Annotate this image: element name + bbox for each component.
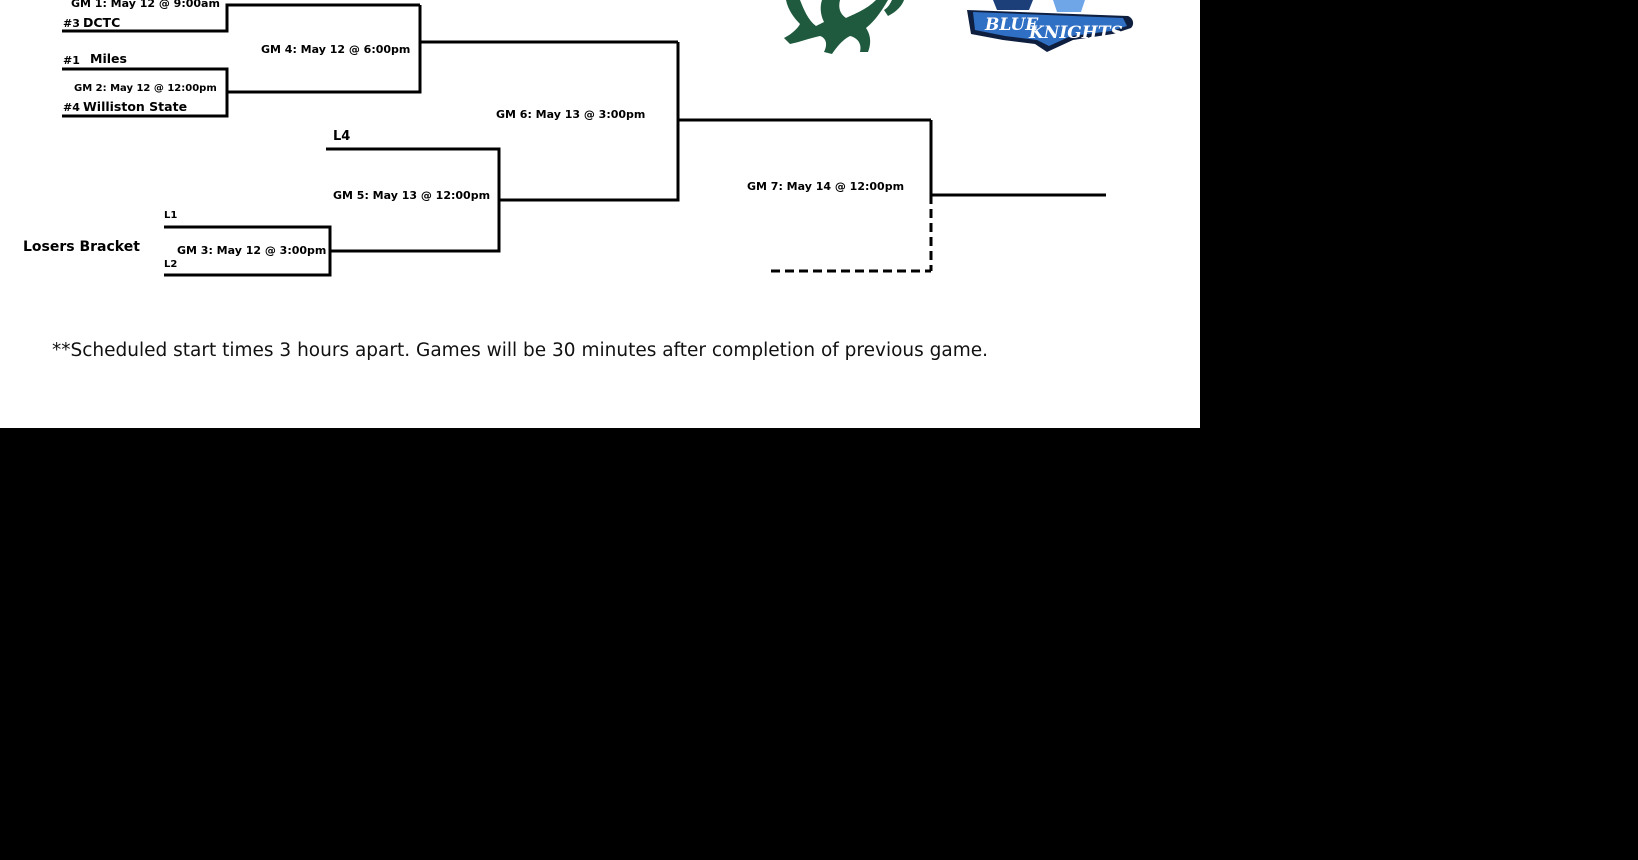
bison-logo	[784, 0, 904, 54]
game3-label: GM 3: May 12 @ 3:00pm	[177, 244, 327, 257]
game7-label: GM 7: May 14 @ 12:00pm	[747, 180, 905, 193]
bracket-lines	[62, 3, 1106, 277]
game6-label: GM 6: May 13 @ 3:00pm	[496, 108, 646, 121]
team-miles-seed: #1	[63, 54, 80, 67]
team-miles: Miles	[90, 51, 127, 66]
team-williston-state: Williston State	[83, 99, 188, 114]
game4-label: GM 4: May 12 @ 6:00pm	[261, 43, 411, 56]
game1-label: GM 1: May 12 @ 9:00am	[71, 0, 220, 10]
svg-text:BLUE: BLUE	[984, 15, 1039, 35]
game4-connector	[227, 5, 422, 94]
losers-bracket-label: Losers Bracket	[23, 239, 140, 255]
slot-l1: L1	[164, 210, 178, 221]
game5-connector	[326, 147, 501, 253]
svg-text:KNIGHTS: KNIGHTS	[1028, 23, 1123, 43]
game6-connector	[499, 42, 680, 202]
team-dctc-seed: #3	[63, 17, 80, 30]
bracket-canvas: GM 1: May 12 @ 9:00am #3 DCTC #1 Miles G…	[0, 0, 1200, 428]
slot-l4: L4	[333, 129, 351, 144]
game2-label: GM 2: May 12 @ 12:00pm	[74, 83, 217, 94]
footnote: **Scheduled start times 3 hours apart. G…	[52, 340, 989, 361]
game1-connector	[62, 3, 420, 33]
slot-l2: L2	[164, 259, 178, 270]
team-dctc: DCTC	[83, 15, 121, 30]
game5-label: GM 5: May 13 @ 12:00pm	[333, 189, 491, 202]
team-williston-seed: #4	[63, 101, 80, 114]
blue-knights-logo: BLUE KNIGHTS	[967, 0, 1134, 52]
